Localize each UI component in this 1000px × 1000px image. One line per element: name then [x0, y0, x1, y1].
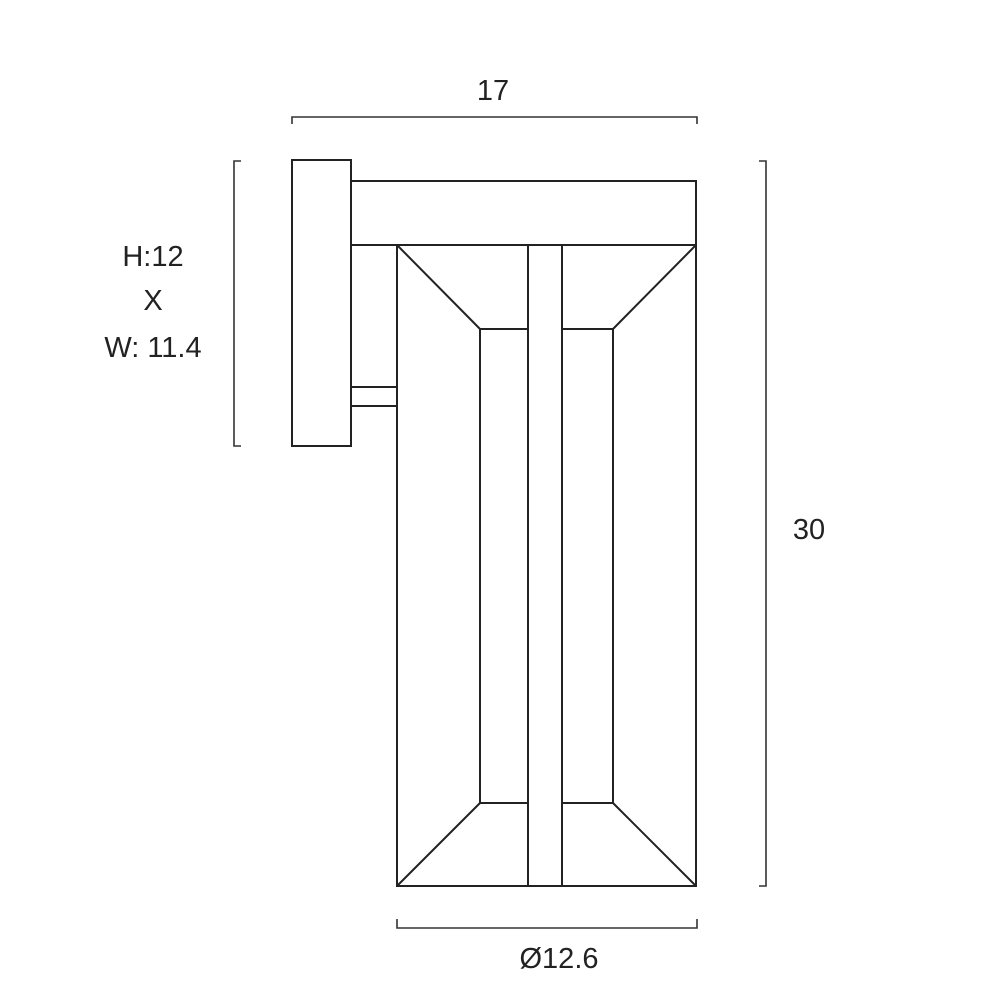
- center-bar: [527, 244, 563, 887]
- total-height-label: 30: [793, 514, 825, 546]
- diameter-label: Ø12.6: [520, 943, 599, 975]
- diameter-dimension-line: [396, 919, 698, 929]
- backplate-separator-label: X: [143, 285, 162, 317]
- top-width-label: 17: [477, 75, 509, 107]
- connector: [350, 386, 398, 407]
- backplate: [291, 159, 352, 447]
- backplate-width-label: W: 11.4: [104, 332, 201, 364]
- backplate-height-label: H:12: [122, 241, 183, 273]
- arm: [350, 180, 697, 246]
- total-height-dimension-line: [759, 160, 767, 887]
- shade-bevel-lines: [396, 244, 697, 887]
- backplate-height-dimension-line: [233, 160, 241, 447]
- top-width-dimension-line: [291, 116, 698, 124]
